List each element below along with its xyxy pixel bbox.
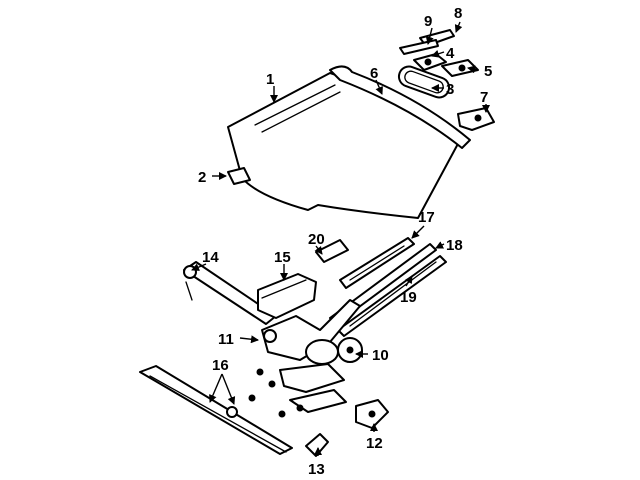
callout-10: 10 (372, 347, 389, 364)
callout-leaders (191, 21, 490, 456)
callout-18: 18 (446, 237, 463, 254)
callout-11: 11 (218, 331, 234, 348)
windshield-glass (227, 72, 461, 219)
callout-20: 20 (308, 231, 325, 248)
molding-clip (457, 107, 495, 131)
pivot-cap (315, 239, 349, 263)
wiper-transmission (261, 299, 361, 361)
callout-7: 7 (480, 89, 488, 106)
mirror-support (441, 59, 479, 77)
callout-17: 17 (418, 209, 435, 226)
wiper-blade-19 (337, 255, 447, 337)
mirror-bracket (413, 53, 447, 71)
wiper-motor (305, 337, 363, 365)
windshield-spacer (227, 167, 251, 185)
wiper-blade-17 (339, 237, 415, 289)
callout-12: 12 (366, 435, 383, 452)
retaining-clip (305, 433, 329, 457)
drive-rod-16 (139, 365, 293, 455)
callout-13: 13 (308, 461, 325, 478)
callout-5: 5 (484, 63, 492, 80)
callout-4: 4 (446, 45, 455, 62)
callout-1: 1 (266, 71, 274, 88)
callout-3: 3 (446, 81, 454, 98)
callout-15: 15 (274, 249, 291, 266)
callout-14: 14 (202, 249, 219, 266)
motor-mount-bracket (355, 399, 389, 429)
windshield-molding (329, 65, 471, 149)
callout-6: 6 (370, 65, 378, 82)
callout-2: 2 (198, 169, 206, 186)
callout-labels: 1 2 3 4 5 6 7 8 9 10 11 12 13 14 15 16 1… (198, 5, 492, 478)
callout-16: 16 (212, 357, 229, 374)
callout-19: 19 (400, 289, 417, 306)
motor-cover (257, 273, 317, 319)
callout-8: 8 (454, 5, 462, 22)
mirror-mount-bracket-9 (399, 39, 439, 55)
lower-bracket (248, 363, 347, 418)
callout-9: 9 (424, 13, 432, 30)
